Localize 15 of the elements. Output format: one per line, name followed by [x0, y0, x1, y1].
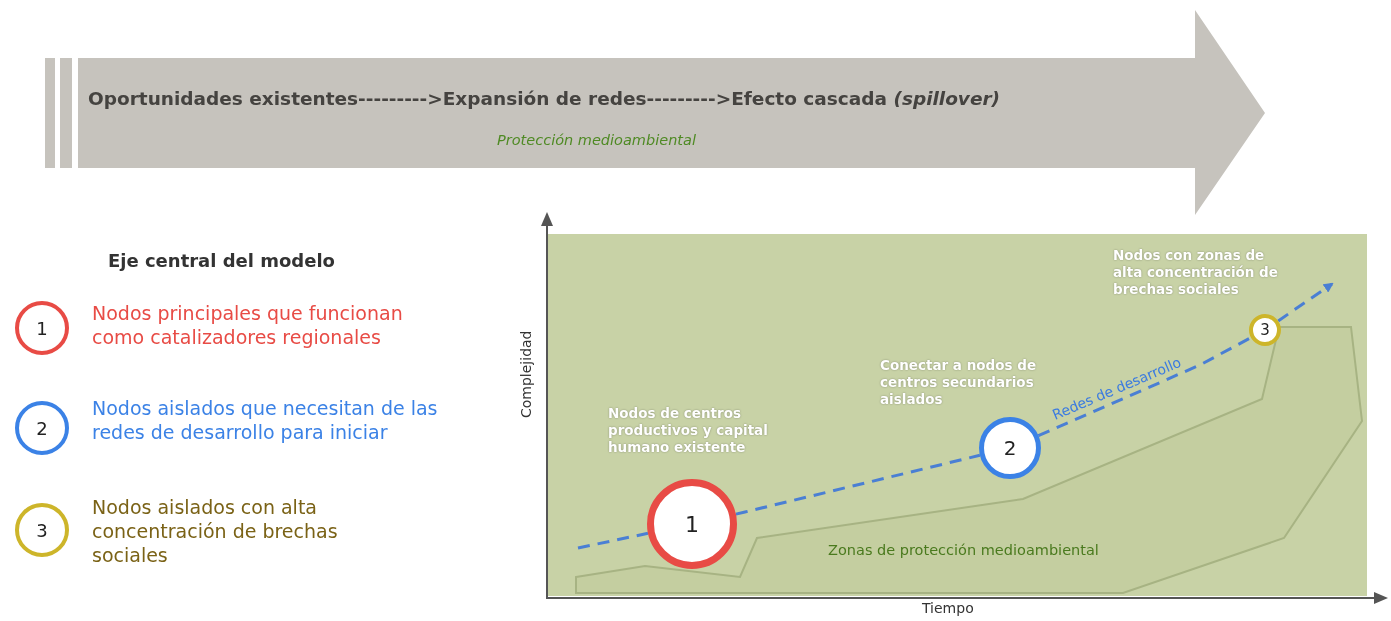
node-description: Nodos aislados que necesitan de las redes de desarrollo para iniciar [92, 397, 439, 445]
dashed-arrow [1277, 282, 1334, 323]
node-description: Nodos con zonas de alta concentración de brechas sociales [1113, 247, 1279, 298]
flow-text: Oportunidades existentes--------->Expansión de redes--------->Efecto cascada (spillover) [88, 88, 1001, 109]
node-description: Nodos de centros productivos y capital humano existente [608, 405, 769, 456]
node-description: Nodos aislados con alta concentración de brechas sociales [92, 496, 339, 568]
numbered-circle: 2 [15, 401, 69, 455]
axis-label: Complejidad [518, 330, 534, 418]
legend-heading: Eje central del modelo [108, 250, 335, 271]
node-description: Conectar a nodos de centros secundarios aislados [880, 357, 1038, 408]
numbered-circle: 1 [15, 301, 69, 355]
zone-label: Zonas de protección medioambiental [828, 542, 1099, 558]
numbered-circle: 3 [15, 503, 69, 557]
node-description: Nodos principales que funcionan como catalizadores regionales [92, 302, 404, 350]
band-text: Protección medioambiental [497, 132, 696, 148]
